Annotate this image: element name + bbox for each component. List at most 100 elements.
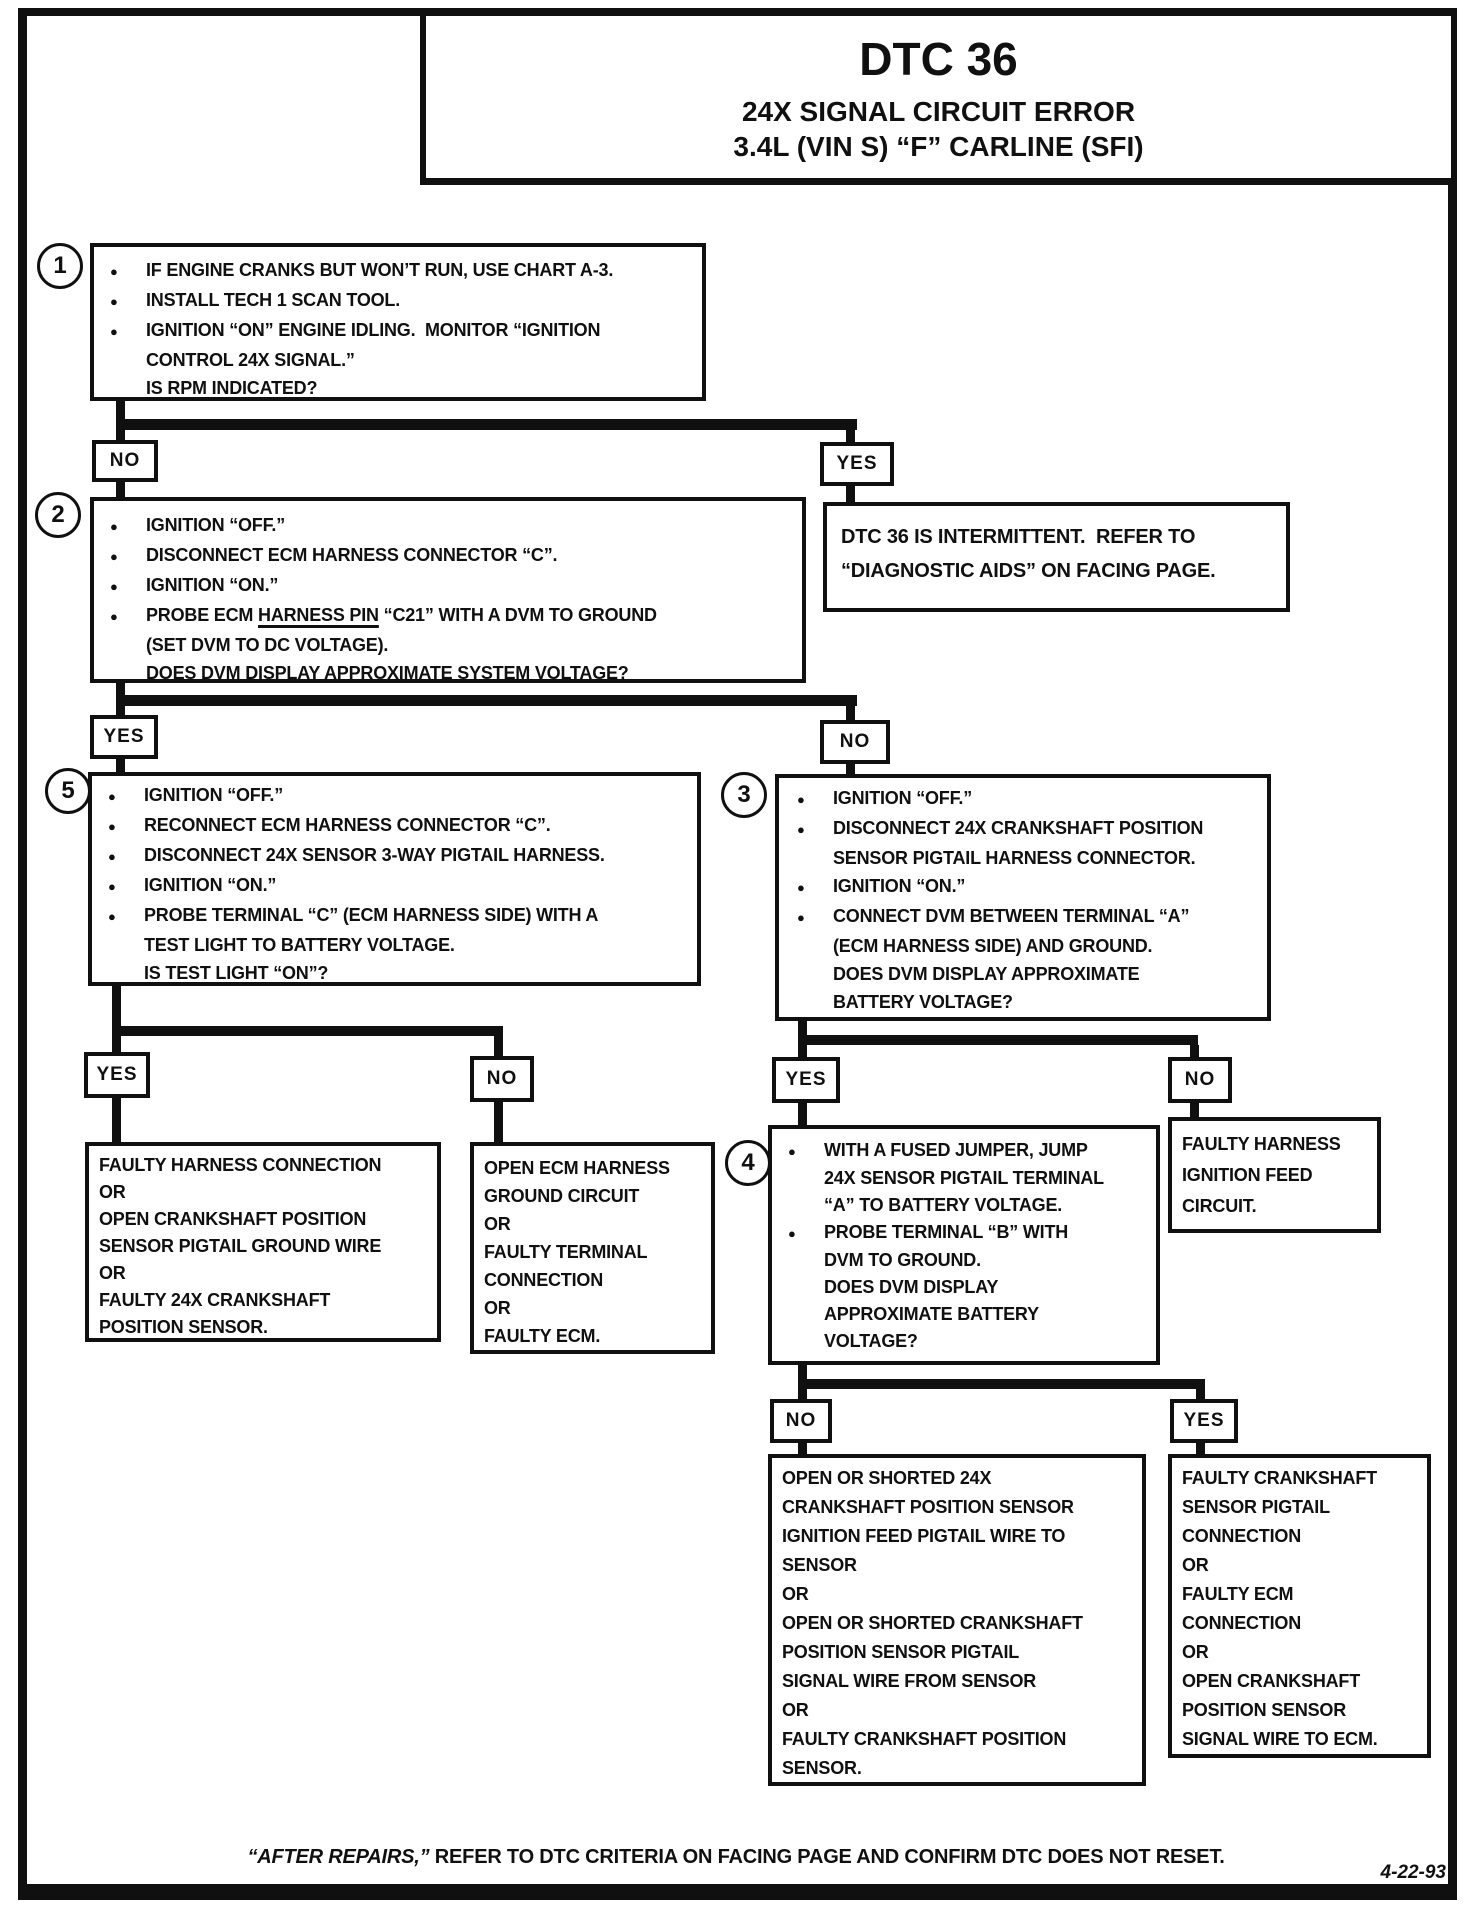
- text-line: DOES DVM DISPLAY APPROXIMATE: [791, 960, 1259, 988]
- line-text: SENSOR PIGTAIL GROUND WIRE: [99, 1236, 382, 1256]
- bullet-dot: ●: [110, 579, 118, 594]
- line-text: CIRCUIT.: [1182, 1196, 1257, 1216]
- line-text: TEST LIGHT TO BATTERY VOLTAGE.: [144, 935, 455, 955]
- text-line: CONNECTION: [1182, 1522, 1423, 1551]
- line-text: FAULTY TERMINAL: [484, 1242, 648, 1262]
- line-text: CONTROL 24X SIGNAL.”: [146, 350, 355, 370]
- line-text: OPEN ECM HARNESS: [484, 1158, 670, 1178]
- connector-line: [112, 1026, 503, 1036]
- text-line: FAULTY HARNESS: [1182, 1129, 1371, 1160]
- text-line: ● WITH A FUSED JUMPER, JUMP: [782, 1137, 1150, 1165]
- flow-node-step-1: ●IF ENGINE CRANKS BUT WON’T RUN, USE CHA…: [90, 243, 706, 401]
- text-line: IGNITION FEED: [1182, 1160, 1371, 1191]
- line-text: FAULTY HARNESS: [1182, 1134, 1341, 1154]
- line-text: “A” TO BATTERY VOLTAGE.: [824, 1195, 1063, 1215]
- text-line: ● DISCONNECT 24X CRANKSHAFT POSITION: [791, 814, 1259, 844]
- line-text: VOLTAGE?: [824, 1331, 918, 1351]
- line-text: PROBE TERMINAL “C” (ECM HARNESS SIDE) WI…: [144, 905, 599, 925]
- line-text: WITH A FUSED JUMPER, JUMP: [824, 1140, 1088, 1160]
- connector-line: [112, 1098, 121, 1142]
- line-text: SIGNAL WIRE TO ECM.: [1182, 1729, 1378, 1749]
- text-line: CRANKSHAFT POSITION SENSOR: [782, 1493, 1138, 1522]
- line-text: FAULTY ECM: [1182, 1584, 1294, 1604]
- line-text: IGNITION “ON.”: [833, 876, 966, 896]
- text-line: ● PROBE TERMINAL “C” (ECM HARNESS SIDE) W…: [102, 901, 689, 931]
- line-text: CONNECTION: [484, 1270, 603, 1290]
- text-line: SENSOR: [782, 1551, 1138, 1580]
- line-text: SENSOR PIGTAIL: [1182, 1497, 1330, 1517]
- line-text: PROBE ECM HARNESS PIN “C21” WITH A DVM T…: [146, 605, 657, 625]
- line-text: OR: [782, 1700, 809, 1720]
- line-text: DISCONNECT 24X SENSOR 3-WAY PIGTAIL HARN…: [144, 845, 605, 865]
- bullet-dot: ●: [797, 792, 805, 807]
- bullet-dot: ●: [797, 822, 805, 837]
- connector-line: [112, 986, 121, 1026]
- bullet-dot: ●: [110, 264, 118, 279]
- line-text: DTC 36 IS INTERMITTENT. REFER TO: [841, 526, 1196, 548]
- text-line: ●IGNITION “OFF.”: [791, 784, 1259, 814]
- line-text: CRANKSHAFT POSITION SENSOR: [782, 1497, 1074, 1517]
- chart-title-box: DTC 36 24X SIGNAL CIRCUIT ERROR 3.4L (VI…: [420, 8, 1457, 185]
- text-line: POSITION SENSOR PIGTAIL: [782, 1638, 1138, 1667]
- footer-note-italic: “AFTER REPAIRS,”: [247, 1846, 430, 1868]
- line-text: IGNITION “ON” ENGINE IDLING. MONITOR “IG…: [146, 320, 601, 340]
- connector-line: [116, 759, 125, 772]
- text-line: FAULTY CRANKSHAFT POSITION: [782, 1725, 1138, 1754]
- bullet-dot: ●: [788, 1144, 796, 1159]
- bullet-dot: ●: [108, 879, 116, 894]
- connector-line: [1196, 1389, 1205, 1399]
- text-line: ●PROBE ECM HARNESS PIN “C21” WITH A DVM …: [104, 601, 794, 631]
- line-text: FAULTY HARNESS CONNECTION: [99, 1155, 382, 1175]
- bullet-dot: ●: [108, 909, 116, 924]
- line-text: DOES DVM DISPLAY APPROXIMATE SYSTEM VOLT…: [146, 663, 629, 683]
- text-line: OR: [782, 1696, 1138, 1725]
- text-line: OR: [484, 1210, 705, 1238]
- bullet-dot: ●: [108, 789, 116, 804]
- line-text: GROUND CIRCUIT: [484, 1186, 640, 1206]
- line-text: DISCONNECT 24X CRANKSHAFT POSITION: [833, 818, 1204, 838]
- text-line: SENSOR PIGTAIL GROUND WIRE: [99, 1233, 431, 1260]
- flow-node-step-4: ● WITH A FUSED JUMPER, JUMP 24X SENSOR PIG…: [768, 1125, 1160, 1365]
- text-line: IGNITION FEED PIGTAIL WIRE TO: [782, 1522, 1138, 1551]
- branch-label-step3-yes: YES: [772, 1057, 840, 1103]
- text-line: CONNECTION: [1182, 1609, 1423, 1638]
- connector-line: [494, 1036, 503, 1056]
- text-line: APPROXIMATE BATTERY: [782, 1301, 1150, 1328]
- line-text: IGNITION “OFF.”: [144, 785, 283, 805]
- connector-line: [798, 1021, 807, 1035]
- connector-line: [798, 1379, 1205, 1389]
- text-line: ●IGNITION “ON” ENGINE IDLING. MONITOR “I…: [104, 316, 694, 346]
- text-line: ●CONNECT DVM BETWEEN TERMINAL “A”: [791, 902, 1259, 932]
- text-line: OR: [1182, 1551, 1423, 1580]
- text-line: OPEN CRANKSHAFT: [1182, 1667, 1423, 1696]
- line-text: 24X SENSOR PIGTAIL TERMINAL: [824, 1168, 1104, 1188]
- connector-line: [798, 1365, 807, 1379]
- line-text: FAULTY CRANKSHAFT POSITION: [782, 1729, 1067, 1749]
- connector-line: [116, 401, 125, 419]
- flow-node-step-5: ●IGNITION “OFF.”●RECONNECT ECM HARNESS C…: [88, 772, 701, 986]
- line-text: IGNITION FEED PIGTAIL WIRE TO: [782, 1526, 1066, 1546]
- connector-line: [1190, 1045, 1199, 1057]
- text-line: ● IGNITION “ON.”: [104, 571, 794, 601]
- flow-node-result-ecm-ground: OPEN ECM HARNESS GROUND CIRCUIT OR FAULTY T…: [470, 1142, 715, 1354]
- step-number-3: 3: [721, 772, 767, 818]
- text-line: OR: [782, 1580, 1138, 1609]
- flow-node-intermittent-result: DTC 36 IS INTERMITTENT. REFER TO“DIAGNOS…: [823, 502, 1290, 612]
- branch-label-step2-no: NO: [820, 720, 890, 764]
- text-line: 24X SENSOR PIGTAIL TERMINAL: [782, 1165, 1150, 1192]
- text-line: (SET DVM TO DC VOLTAGE).: [104, 631, 794, 659]
- line-text: (SET DVM TO DC VOLTAGE).: [146, 635, 389, 655]
- text-line: CONTROL 24X SIGNAL.”: [104, 346, 694, 374]
- line-text: IGNITION “OFF.”: [146, 515, 285, 535]
- connector-line: [1190, 1103, 1199, 1117]
- text-line: FAULTY 24X CRANKSHAFT: [99, 1287, 431, 1314]
- line-text: OR: [484, 1298, 511, 1318]
- connector-line: [116, 683, 125, 695]
- line-text: OPEN CRANKSHAFT POSITION: [99, 1209, 367, 1229]
- branch-label-step3-no: NO: [1168, 1057, 1232, 1103]
- text-line: SIGNAL WIRE FROM SENSOR: [782, 1667, 1138, 1696]
- line-text: IGNITION “ON.”: [146, 575, 279, 595]
- line-text: CONNECTION: [1182, 1613, 1301, 1633]
